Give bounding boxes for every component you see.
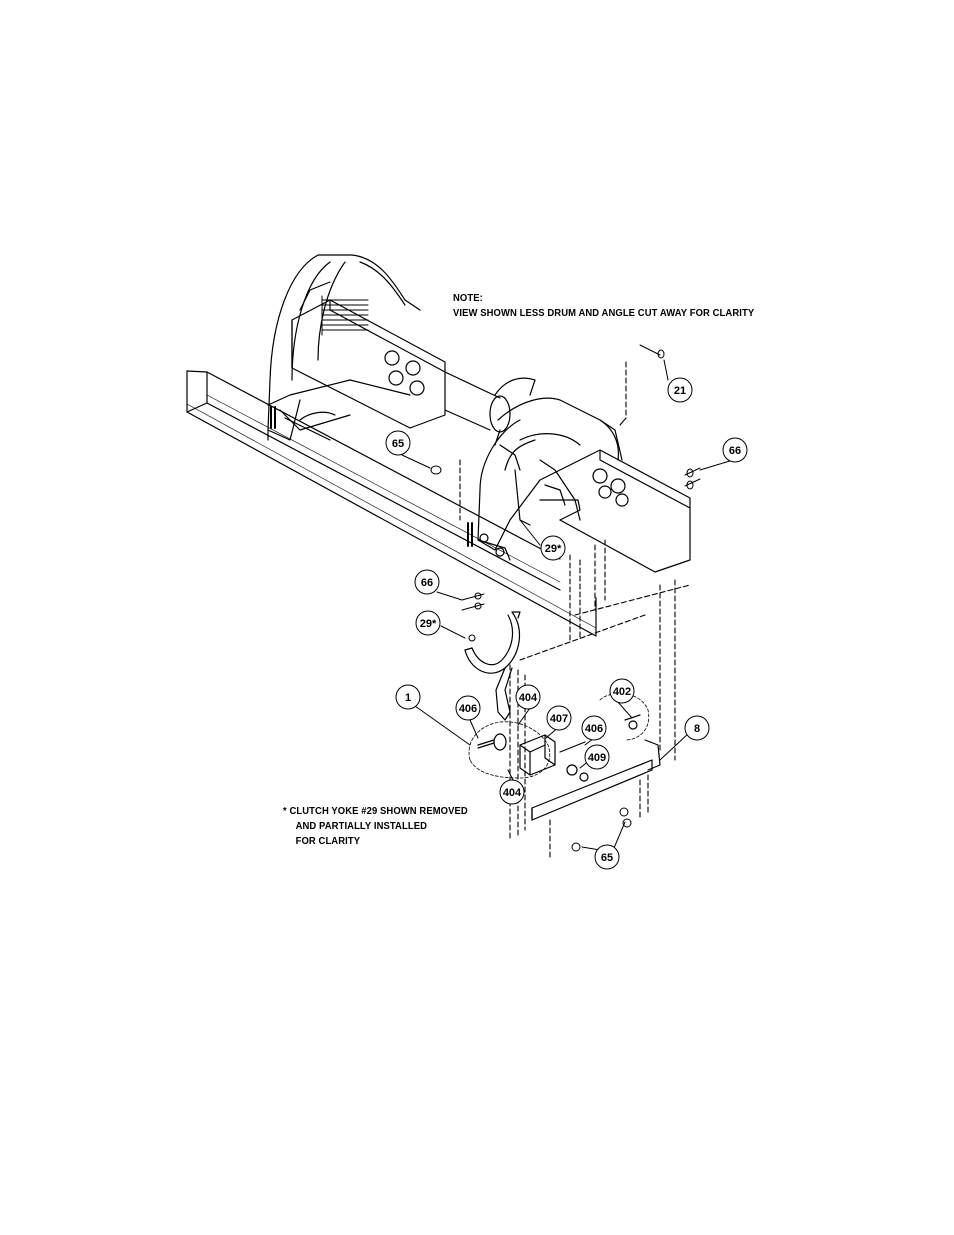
square-bar-left	[291, 299, 446, 429]
callout-29-upper: 29*	[540, 535, 566, 561]
callout-8: 8	[684, 715, 710, 741]
svg-text:1: 1	[405, 692, 411, 704]
callout-29-lower: 29*	[415, 610, 441, 636]
footnote-line-2: AND PARTIALLY INSTALLED	[295, 820, 427, 832]
svg-text:409: 409	[588, 752, 606, 764]
fasteners	[430, 344, 701, 852]
callout-404-lower: 404	[499, 779, 525, 805]
callout-409: 409	[584, 744, 610, 770]
bracket-hardware	[477, 714, 641, 782]
footnote-block: * CLUTCH YOKE #29 SHOWN REMOVED AND PART…	[283, 804, 468, 849]
svg-text:406: 406	[459, 703, 477, 715]
callout-1: 1	[395, 684, 421, 710]
callout-65-top: 65	[385, 430, 411, 456]
svg-text:65: 65	[601, 852, 613, 864]
square-bar-right	[559, 449, 691, 573]
svg-text:406: 406	[585, 723, 603, 735]
footnote-line-3: FOR CLARITY	[295, 835, 361, 847]
clutch-yoke	[464, 611, 521, 721]
callouts: 21 65 66 29* 66 29* 1 406	[385, 377, 748, 870]
svg-text:21: 21	[674, 385, 686, 397]
callout-402: 402	[609, 678, 635, 704]
callout-leaders	[401, 359, 734, 851]
svg-text:8: 8	[694, 723, 700, 735]
right-end-frame	[467, 397, 623, 561]
base-channel	[186, 370, 597, 637]
main-shaft	[444, 371, 536, 446]
svg-text:65: 65	[392, 438, 404, 450]
bottom-plate	[531, 739, 661, 821]
svg-text:404: 404	[519, 692, 538, 704]
svg-text:407: 407	[550, 713, 568, 725]
callout-407: 407	[546, 705, 572, 731]
spline-shaft-left	[321, 295, 369, 336]
callout-404-upper: 404	[515, 684, 541, 710]
callout-21: 21	[667, 377, 693, 403]
detail-outlines	[468, 693, 650, 779]
svg-text:29*: 29*	[420, 618, 437, 630]
callout-66-right: 66	[722, 437, 748, 463]
svg-text:66: 66	[729, 445, 741, 457]
svg-text:402: 402	[613, 686, 631, 698]
callout-406-left: 406	[455, 695, 481, 721]
note-text: VIEW SHOWN LESS DRUM AND ANGLE CUT AWAY …	[453, 307, 755, 319]
svg-text:66: 66	[421, 577, 433, 589]
assembly-lines	[459, 361, 691, 861]
note-heading: NOTE:	[453, 292, 483, 304]
svg-text:404: 404	[503, 787, 522, 799]
svg-text:29*: 29*	[545, 543, 562, 555]
callout-66-left: 66	[414, 569, 440, 595]
callout-406-right: 406	[581, 715, 607, 741]
callout-65-bottom: 65	[594, 844, 620, 870]
note-block: NOTE: VIEW SHOWN LESS DRUM AND ANGLE CUT…	[453, 291, 754, 321]
footnote-line-1: * CLUTCH YOKE #29 SHOWN REMOVED	[283, 805, 468, 817]
left-end-frame	[267, 254, 421, 441]
